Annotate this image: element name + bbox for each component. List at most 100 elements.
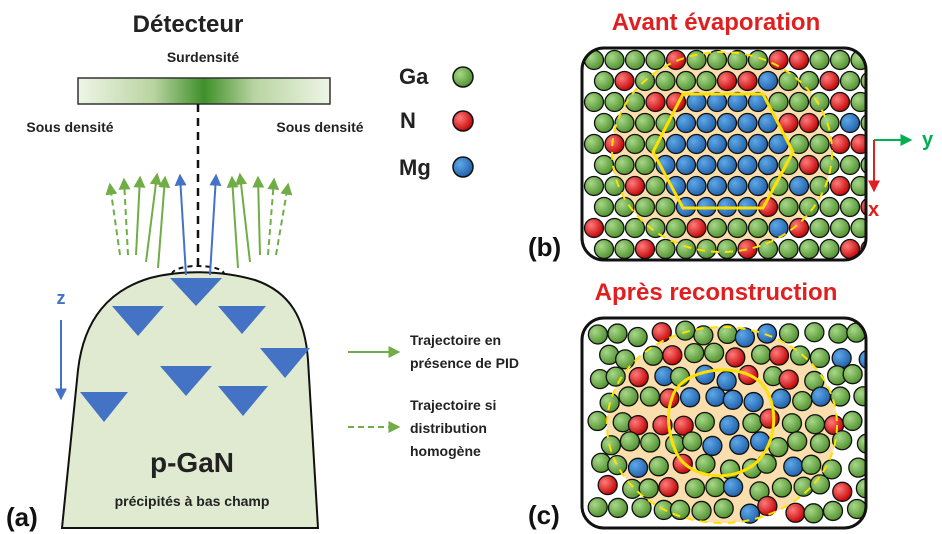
trajectory-solid <box>157 175 171 269</box>
n-atom <box>627 415 649 436</box>
panel-b-atoms <box>583 49 866 260</box>
ga-atom <box>809 175 830 197</box>
mg-atom <box>686 133 707 155</box>
ga-atom <box>747 217 769 239</box>
sample-name: p-GaN <box>150 447 234 478</box>
precipitate-triangle <box>260 348 310 378</box>
mg-atom <box>627 457 649 478</box>
mg-atom <box>839 112 861 134</box>
ga-atom <box>819 238 840 260</box>
trajectory-legend: Trajectoire en présence de PID Trajectoi… <box>348 332 519 459</box>
detector-bar <box>77 77 331 105</box>
ga-atom <box>848 457 866 478</box>
n-atom <box>757 495 778 517</box>
ga-atom <box>803 503 824 524</box>
ga-atom <box>600 435 622 456</box>
ga-atom <box>648 456 669 477</box>
ga-atom <box>583 49 605 71</box>
ga-atom <box>604 175 625 197</box>
mg-atom <box>757 70 779 92</box>
ga-atom <box>750 344 772 365</box>
ga-atom <box>669 499 691 521</box>
panel-c: Après reconstruction (c) <box>528 279 868 530</box>
ga-atom <box>829 217 851 239</box>
ga-atom <box>842 364 863 385</box>
ga-atom <box>706 49 728 71</box>
ga-atom <box>809 49 830 71</box>
ga-atom <box>768 91 789 113</box>
legend-dashed-line1: Trajectoire si <box>410 397 496 413</box>
n-atom <box>798 154 820 176</box>
ga-atom <box>788 91 810 113</box>
mg-atom <box>716 154 738 176</box>
ga-atom <box>842 410 863 432</box>
ga-atom <box>614 238 635 260</box>
ga-atom <box>634 112 656 134</box>
ga-atom <box>798 70 820 92</box>
legend-ga-ball <box>452 66 474 88</box>
ga-atom <box>638 478 659 499</box>
ga-atom <box>655 70 676 92</box>
mg-atom <box>788 175 810 197</box>
mg-atom <box>705 386 726 407</box>
n-atom <box>832 481 853 502</box>
n-atom <box>645 91 666 113</box>
mg-atom <box>783 456 804 477</box>
mg-atom <box>706 133 728 155</box>
ga-atom <box>809 91 830 113</box>
ga-atom <box>631 497 652 518</box>
ga-atom <box>713 498 734 519</box>
ga-atom <box>675 238 697 260</box>
mg-atom <box>719 415 740 436</box>
mg-atom <box>747 133 769 155</box>
panel-b-label: (b) <box>528 232 561 262</box>
ga-atom <box>830 386 851 407</box>
ga-atom <box>742 412 763 434</box>
ga-atom <box>809 433 831 454</box>
n-atom <box>829 91 851 113</box>
mg-atom <box>675 112 697 134</box>
ga-atom <box>846 498 866 520</box>
ga-atom <box>583 175 605 197</box>
mg-atom <box>706 175 728 197</box>
precipitate-triangle <box>112 306 164 336</box>
tip-apex-dashed <box>171 265 225 275</box>
ga-atom <box>792 390 813 412</box>
ga-atom <box>804 322 825 343</box>
ga-atom <box>618 386 639 407</box>
ga-atom <box>607 454 628 476</box>
ga-atom <box>614 349 636 370</box>
panel-b-frame <box>580 46 868 262</box>
ga-atom <box>624 49 646 71</box>
mg-atom <box>727 133 748 155</box>
ga-atom <box>587 410 608 432</box>
ga-atom <box>809 133 830 155</box>
mg-atom <box>722 476 744 498</box>
n-atom <box>759 408 780 429</box>
trajectory-precipitate <box>209 173 222 276</box>
ga-atom <box>593 70 615 92</box>
mg-atom <box>675 154 697 176</box>
trajectory-solid <box>226 175 239 269</box>
n-atom <box>788 217 810 239</box>
ga-atom <box>771 477 793 498</box>
ga-atom <box>727 49 748 71</box>
precipitate-triangle <box>160 366 212 396</box>
n-atom <box>785 502 806 523</box>
overdensity-label: Surdensité <box>167 49 240 65</box>
trajectory-dashed <box>267 177 280 256</box>
n-atom <box>651 322 672 343</box>
ga-atom <box>809 347 831 369</box>
ga-atom <box>809 474 831 495</box>
mg-atom <box>665 133 687 155</box>
ga-atom <box>778 238 799 260</box>
ga-atom <box>607 323 628 344</box>
n-atom <box>798 112 820 134</box>
mg-atom <box>679 387 701 408</box>
n-atom <box>788 49 810 71</box>
n-atom <box>665 49 687 71</box>
n-atom <box>597 474 618 496</box>
detector-title: Détecteur <box>133 11 244 38</box>
underdensity-left-label: Sous densité <box>26 119 113 135</box>
panel-c-title: Après reconstruction <box>595 279 838 306</box>
